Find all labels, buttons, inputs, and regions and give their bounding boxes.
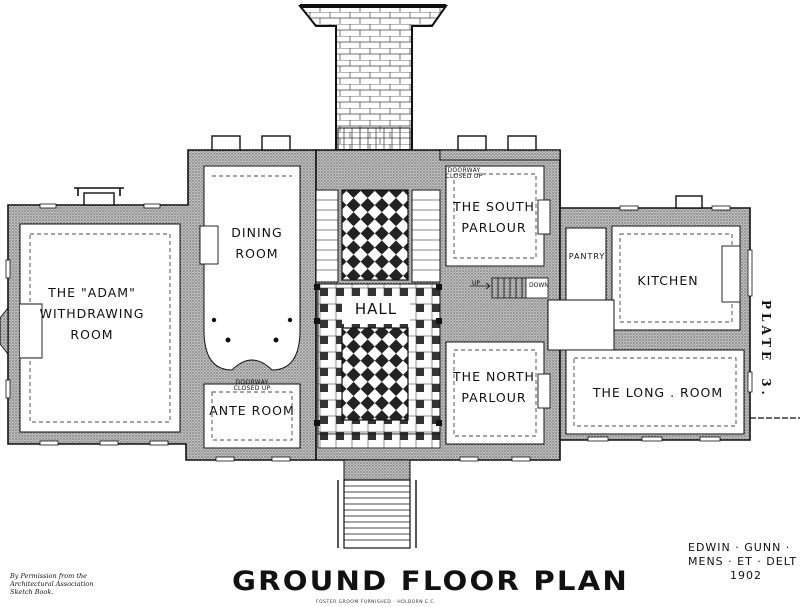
hall-floors: [315, 189, 441, 449]
kitchen-label: KITCHEN: [637, 270, 698, 291]
room-floors: [19, 165, 745, 449]
chimneys: [74, 135, 703, 209]
service-stair: [470, 277, 549, 299]
dining-apse-columns: [211, 317, 293, 343]
doorway-closed-south-note: DOORWAY CLOSED UP: [446, 168, 483, 180]
fireplaces: [199, 199, 741, 409]
ante-room-label: ANTE ROOM: [209, 400, 295, 421]
west-bay: [0, 303, 43, 359]
plate-number: PLATE 3.: [759, 300, 773, 399]
dining-room-label-line1: DINING: [231, 225, 283, 240]
permission-line2: Architectural Association: [10, 580, 94, 588]
doorway-closed-south-line2: CLOSED UP: [445, 173, 483, 180]
withdrawing-room-label-line1: THE "ADAM": [48, 285, 136, 300]
hall-label-text: HALL: [354, 300, 398, 318]
windows: [5, 203, 753, 462]
permission-line1: By Permission from the: [10, 572, 88, 580]
south-parlour-label: THE SOUTH PARLOUR: [453, 196, 535, 238]
long-room-label: THE LONG . ROOM: [593, 382, 723, 403]
withdrawing-room-label: THE "ADAM" WITHDRAWING ROOM: [40, 282, 145, 345]
pantry-label: PANTRY: [569, 246, 606, 267]
south-parlour-label-line1: THE SOUTH: [453, 199, 535, 214]
draughtsman-signature: EDWIN · GUNN · MENS · ET · DELT · 1902: [688, 541, 800, 583]
doorway-closed-south-line1: DOORWAY: [447, 167, 481, 174]
south-parlour-label-line2: PARLOUR: [461, 220, 527, 235]
south-steps: [337, 459, 417, 549]
doorway-closed-ante-line1: DOORWAY: [235, 379, 269, 386]
north-porch: [297, 4, 448, 153]
signature-line1: EDWIN · GUNN ·: [688, 541, 791, 554]
north-parlour-label: THE NORTH PARLOUR: [453, 366, 535, 408]
hall-label: HALL: [355, 299, 397, 320]
permission-note: By Permission from the Architectural Ass…: [10, 572, 93, 596]
permission-line3: Sketch Book.: [10, 588, 54, 596]
signature-year: 1902: [730, 569, 762, 582]
stair-up-note: UP: [472, 280, 481, 287]
kitchen-label-text: KITCHEN: [637, 273, 699, 288]
doorway-closed-ante-line2: CLOSED UP: [233, 385, 271, 392]
long-room-label-text: THE LONG . ROOM: [592, 385, 724, 400]
dining-room-label-line2: ROOM: [235, 246, 279, 261]
stair-down-note: DOWN: [529, 282, 549, 289]
doorway-closed-ante-note: DOORWAY CLOSED UP: [234, 380, 271, 392]
ante-room-label-text: ANTE ROOM: [209, 403, 295, 418]
dining-room-label: DINING ROOM: [231, 222, 282, 264]
drawing-title: GROUND FLOOR PLAN: [232, 566, 629, 597]
north-parlour-label-line1: THE NORTH: [453, 369, 535, 384]
north-parlour-label-line2: PARLOUR: [461, 390, 527, 405]
plate-number-value: 3.: [759, 378, 773, 399]
printer-credit: FOSTER GROOM FURNISHED · HOLBORN E.C.: [316, 600, 436, 605]
hall-columns: [314, 284, 442, 426]
plate-word: PLATE: [759, 300, 773, 365]
withdrawing-room-label-line2: WITHDRAWING: [39, 306, 145, 321]
withdrawing-room-label-line3: ROOM: [70, 327, 114, 342]
signature-line2: MENS · ET · DELT ·: [688, 555, 800, 568]
pantry-label-text: PANTRY: [568, 252, 606, 261]
